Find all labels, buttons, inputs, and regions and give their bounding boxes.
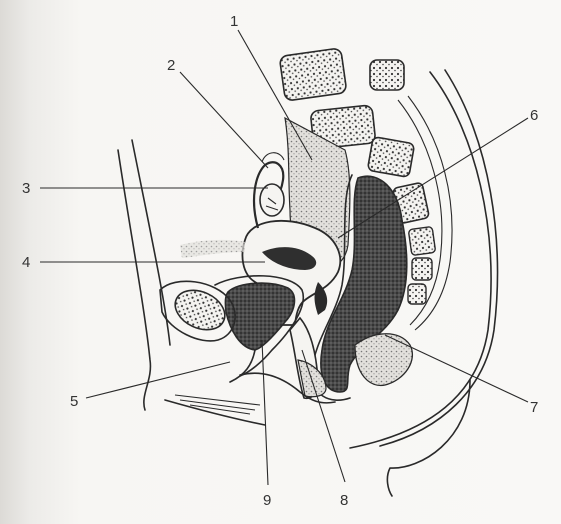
- leader-2: [180, 72, 268, 168]
- label-2: 2: [167, 57, 175, 74]
- label-9: 9: [263, 492, 271, 509]
- broad-ligament-stipple: [180, 240, 245, 258]
- label-4: 4: [22, 254, 30, 271]
- leader-9: [262, 340, 268, 485]
- label-1: 1: [230, 13, 238, 30]
- abdominal-wall-outer: [118, 150, 150, 410]
- buttock-contour: [387, 380, 470, 496]
- label-8: 8: [340, 492, 348, 509]
- ovary: [260, 184, 284, 216]
- label-6: 6: [530, 107, 538, 124]
- urethra: [230, 350, 255, 382]
- abdominal-wall-inner: [132, 140, 170, 345]
- label-7: 7: [530, 399, 538, 416]
- label-3: 3: [22, 180, 30, 197]
- leader-5: [86, 362, 230, 398]
- anal-sphincter: [355, 334, 412, 386]
- vestibule-hatching: [175, 395, 260, 414]
- label-5: 5: [70, 393, 78, 410]
